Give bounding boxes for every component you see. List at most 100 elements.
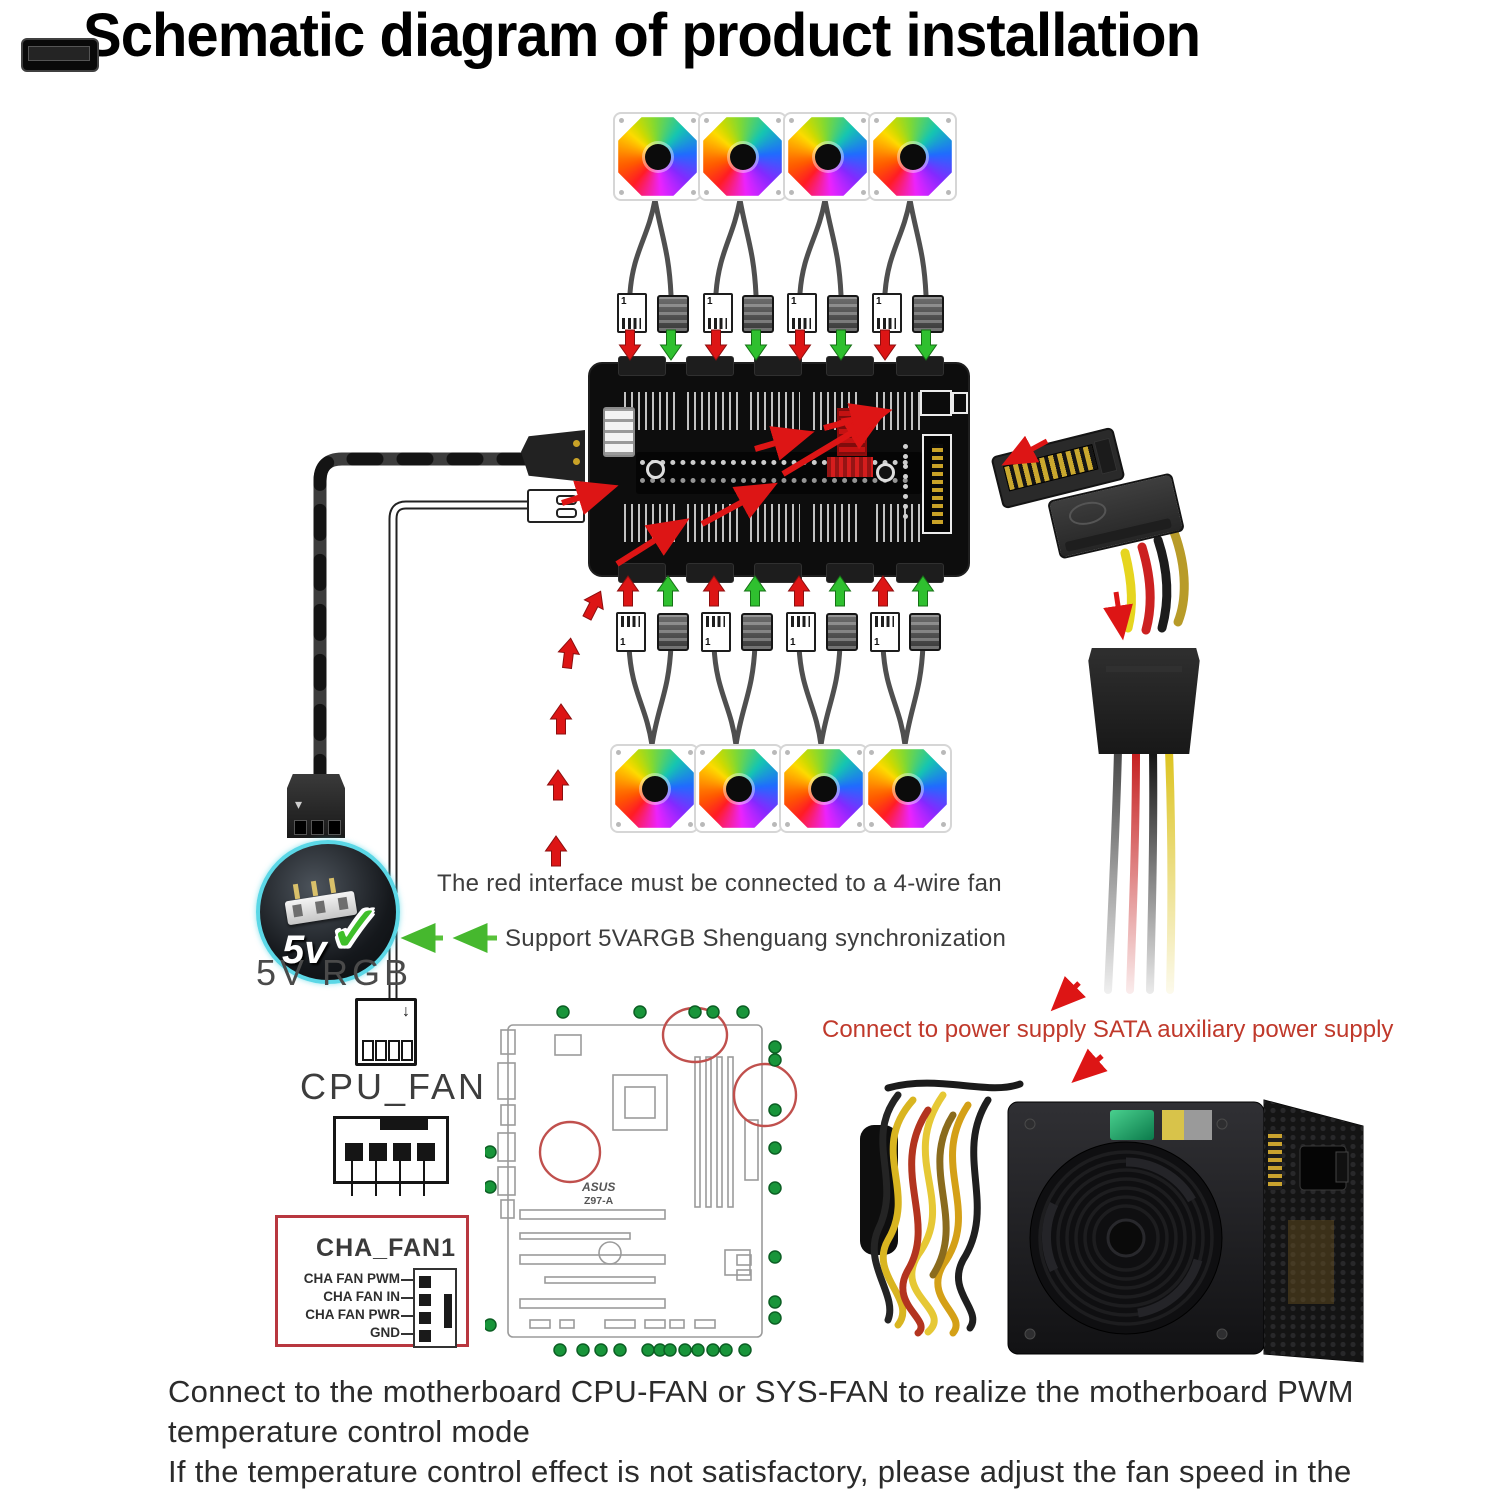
argb-sync-note: Support 5VARGB Shenguang synchronization bbox=[505, 925, 1007, 952]
pwm-cable bbox=[388, 500, 537, 1005]
plug-pin bbox=[401, 1040, 413, 1061]
connector-pins bbox=[875, 616, 894, 627]
pwm-connector: 1 bbox=[703, 293, 733, 333]
connector-pins bbox=[621, 616, 640, 627]
psu-sticker-green bbox=[1110, 1110, 1154, 1140]
pin-slot bbox=[294, 820, 307, 835]
pin-lead bbox=[401, 1333, 413, 1335]
down-arrow-glyph: ↓ bbox=[402, 1003, 410, 1020]
pin1-marker: 1 bbox=[874, 637, 880, 648]
argb-connector bbox=[826, 613, 858, 651]
top-down-arrows bbox=[619, 329, 937, 361]
rgb-fan bbox=[779, 744, 868, 833]
fan-screws bbox=[619, 118, 624, 123]
sata-adapter-wires bbox=[1120, 527, 1189, 635]
pwm-connector: 1 bbox=[786, 612, 816, 652]
plug-pin bbox=[388, 1040, 400, 1061]
header-notch bbox=[444, 1294, 452, 1328]
connector-pins bbox=[792, 318, 811, 329]
hub-hole-column bbox=[903, 444, 908, 519]
pin1-marker: 1 bbox=[707, 296, 713, 307]
sata-power-plug bbox=[1088, 648, 1200, 754]
psu-side-panel bbox=[1263, 1099, 1364, 1363]
hub-port bbox=[754, 563, 802, 583]
hub-port bbox=[618, 356, 666, 376]
plug-pin bbox=[362, 1040, 374, 1061]
motherboard-diagram: ASUS Z97-A bbox=[485, 1005, 798, 1357]
cpu-fan-plug: ↓ bbox=[355, 998, 417, 1066]
checkmark-icon: ✓ bbox=[328, 892, 384, 966]
motherboard-brand: ASUS bbox=[581, 1180, 615, 1194]
fan-hub bbox=[729, 143, 756, 170]
installation-notes: Connect to the motherboard CPU-FAN or SY… bbox=[168, 1372, 1458, 1500]
argb-cable-plug bbox=[521, 430, 585, 482]
hub-top-right-connector bbox=[920, 390, 952, 416]
cha-fan1-title: CHA_FAN1 bbox=[316, 1234, 456, 1262]
cha-fan1-box: CHA_FAN1 CHA FAN PWM CHA FAN IN CHA FAN … bbox=[275, 1215, 469, 1348]
header-pin bbox=[419, 1312, 431, 1324]
header-pin bbox=[393, 1143, 411, 1161]
psu-power-switch bbox=[1335, 1151, 1349, 1183]
pwm-connector: 1 bbox=[872, 293, 902, 333]
fan-screws bbox=[874, 118, 879, 123]
argb-extension-cable bbox=[313, 452, 534, 783]
psu-fan bbox=[1029, 1141, 1223, 1335]
pin-label: CHA FAN IN bbox=[323, 1289, 400, 1304]
hub-port bbox=[686, 356, 734, 376]
hub-port bbox=[896, 356, 944, 376]
pin-slot bbox=[311, 820, 324, 835]
5v-rgb-label: 5V RGB bbox=[256, 952, 413, 993]
cha-fan1-pin-labels: CHA FAN PWM CHA FAN IN CHA FAN PWR GND bbox=[286, 1270, 400, 1342]
header-tab bbox=[380, 1118, 428, 1130]
sata-ridge bbox=[1106, 666, 1182, 672]
hub-argb-in-connector bbox=[603, 407, 635, 457]
rgb-fan bbox=[613, 112, 702, 201]
header-pin bbox=[419, 1276, 431, 1288]
pin-lead bbox=[351, 1158, 353, 1196]
pin1-marker: 1 bbox=[620, 637, 626, 648]
pin-lead bbox=[423, 1158, 425, 1196]
pin-slot bbox=[328, 820, 341, 835]
rgb-fan bbox=[863, 744, 952, 833]
pwm-connector: 1 bbox=[616, 612, 646, 652]
argb-connector bbox=[912, 295, 944, 333]
header-pin bbox=[369, 1143, 387, 1161]
pin-label: CHA FAN PWM bbox=[303, 1271, 400, 1286]
sata-gold-pins bbox=[932, 444, 943, 524]
fan-hub bbox=[810, 775, 837, 802]
argb-connector bbox=[909, 613, 941, 651]
pwm-connector: 1 bbox=[787, 293, 817, 333]
pin-lead bbox=[401, 1297, 413, 1299]
connector-pins bbox=[877, 318, 896, 329]
fan-screws bbox=[785, 750, 790, 755]
note-line: Connect to the motherboard CPU-FAN or SY… bbox=[168, 1374, 1354, 1449]
fan-screws bbox=[869, 750, 874, 755]
fan-screws bbox=[616, 750, 621, 755]
psu-cable-bundle bbox=[860, 1079, 1024, 1337]
hub-red-header-block bbox=[827, 457, 873, 477]
pin1-marker: 1 bbox=[876, 296, 882, 307]
argb-female-connector: ▾ bbox=[287, 774, 345, 838]
connector-pins bbox=[706, 616, 725, 627]
pin1-marker: 1 bbox=[791, 296, 797, 307]
header-pin bbox=[345, 1143, 363, 1161]
pwm-connector: 1 bbox=[701, 612, 731, 652]
hub-pin-row bbox=[640, 460, 908, 465]
pin-lead bbox=[399, 1158, 401, 1196]
hub-port bbox=[826, 356, 874, 376]
header-pin bbox=[419, 1294, 431, 1306]
screw-hole bbox=[646, 460, 665, 479]
argb-connector bbox=[742, 295, 774, 333]
gold-pin bbox=[573, 440, 580, 447]
connector-pins bbox=[622, 318, 641, 329]
pin-lead bbox=[401, 1279, 413, 1281]
pin1-marker: 1 bbox=[790, 637, 796, 648]
pin1-marker: 1 bbox=[705, 637, 711, 648]
hub-pointer-arrows bbox=[561, 403, 893, 567]
gold-pin bbox=[573, 458, 580, 465]
rgb-fan bbox=[783, 112, 872, 201]
hub-top-right-connector-small bbox=[952, 392, 968, 414]
bottom-fan-cables bbox=[626, 642, 926, 748]
pin-label: CHA FAN PWR bbox=[305, 1307, 400, 1322]
